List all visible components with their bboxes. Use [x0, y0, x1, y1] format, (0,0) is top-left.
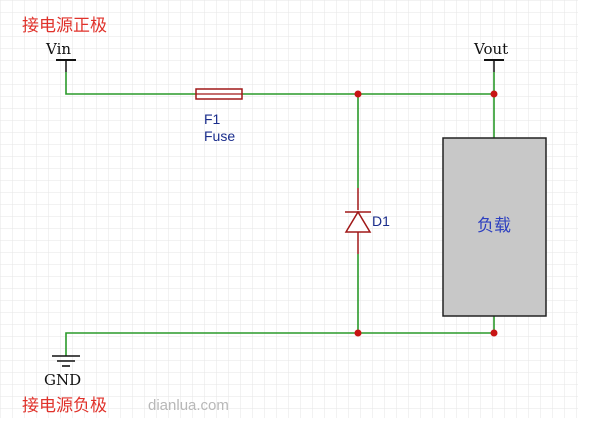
ground-symbol	[52, 355, 80, 367]
node-label-gnd: GND	[44, 371, 81, 389]
wires	[65, 72, 495, 356]
fuse-ref-label: F1	[204, 111, 221, 127]
junction-dot	[354, 90, 362, 98]
wire-vin-to-fuse	[65, 72, 196, 95]
node-label-vout: Vout	[473, 40, 508, 58]
vout-port-symbol	[484, 59, 504, 72]
junctions	[354, 90, 498, 337]
node-label-vin: Vin	[45, 40, 71, 58]
fuse-symbol	[195, 88, 243, 100]
wire-ground-rail	[65, 332, 494, 356]
load-block	[442, 137, 547, 317]
diode-symbol	[344, 188, 372, 254]
annotation-negative: 接电源负极	[22, 396, 107, 416]
watermark: dianlua.com	[148, 397, 229, 414]
junction-dot	[490, 329, 498, 337]
annotation-positive: 接电源正极	[22, 16, 107, 36]
diode-ref-label: D1	[372, 213, 390, 229]
junction-dot	[354, 329, 362, 337]
vin-port-symbol	[56, 59, 76, 72]
fuse-type-label: Fuse	[204, 128, 235, 144]
load-label: 负载	[477, 216, 511, 236]
junction-dot	[490, 90, 498, 98]
